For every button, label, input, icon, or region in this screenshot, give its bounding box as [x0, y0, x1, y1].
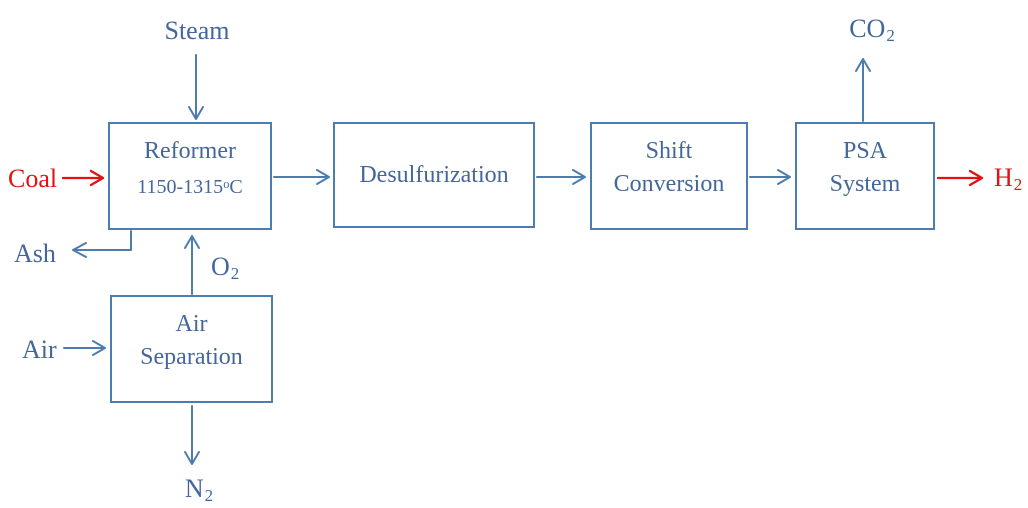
co2-base: CO	[849, 14, 886, 43]
co2-subscript: 2	[886, 25, 895, 45]
reformer-to-desulfurization-arrow	[273, 169, 330, 185]
ash-arrow	[72, 230, 132, 258]
air-separation-box: Air Separation	[110, 295, 273, 403]
o2-base: O	[211, 252, 230, 281]
air-separation-label-line2: Separation	[140, 344, 243, 370]
desulfurization-box: Desulfurization	[333, 122, 535, 228]
h2-base: H	[994, 163, 1013, 192]
n2-arrow	[184, 405, 200, 465]
reformer-label: Reformer	[144, 138, 236, 164]
temp-value: 1150-1315	[137, 176, 224, 198]
temp-degree-symbol: o	[223, 177, 230, 192]
shift-conversion-label-line2: Conversion	[613, 171, 725, 197]
ash-label: Ash	[14, 239, 56, 268]
co2-arrow	[855, 58, 871, 122]
shift-conversion-label-line1: Shift	[645, 138, 693, 164]
shift-to-psa-arrow	[749, 169, 791, 185]
air-label: Air	[22, 335, 57, 364]
co2-label: CO2	[849, 14, 895, 44]
psa-system-label-line1: PSA	[842, 138, 888, 164]
coal-label: Coal	[8, 164, 58, 193]
coal-arrow	[61, 169, 105, 187]
o2-label: O2	[211, 252, 239, 282]
steam-arrow	[188, 54, 204, 120]
psa-system-box: PSA System	[795, 122, 935, 230]
h2-subscript: 2	[1013, 174, 1023, 194]
desulfurization-label: Desulfurization	[359, 161, 509, 188]
reformer-box: Reformer 1150-1315oC	[108, 122, 272, 230]
o2-subscript: 2	[230, 263, 240, 283]
desulfurization-to-shift-arrow	[536, 169, 586, 185]
air-arrow	[63, 340, 106, 356]
n2-label: N2	[185, 474, 213, 504]
steam-label: Steam	[164, 16, 230, 45]
n2-base: N	[184, 474, 204, 503]
psa-system-label-line2: System	[829, 171, 901, 197]
reformer-temperature: 1150-1315oC	[137, 171, 242, 204]
h2-arrow	[936, 169, 984, 187]
h2-label: H2	[994, 163, 1022, 193]
n2-subscript: 2	[204, 485, 214, 505]
shift-conversion-box: Shift Conversion	[590, 122, 748, 230]
temp-unit: C	[229, 176, 243, 198]
air-separation-label-line1: Air	[175, 311, 208, 337]
o2-arrow	[184, 235, 200, 295]
